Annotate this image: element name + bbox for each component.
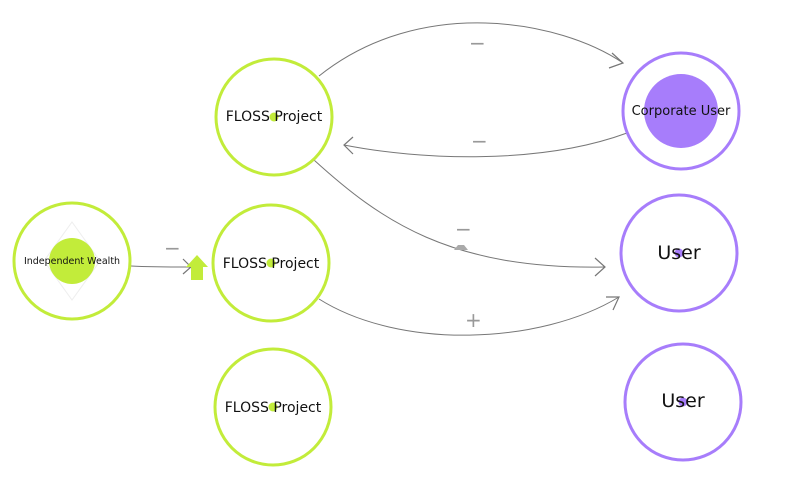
node-label: FLOSS Project: [223, 256, 320, 272]
edge-sign-floss2-to-user1: +: [465, 308, 482, 332]
edge-sign-wealth-to-floss2: −: [164, 236, 181, 260]
project-dot: [268, 402, 278, 412]
node-user-2[interactable]: User: [623, 342, 743, 462]
node-floss-project-3[interactable]: FLOSS Project: [213, 347, 333, 467]
edge-marker-floss1-to-user1: [454, 245, 468, 250]
edge-floss2-to-user1: [318, 296, 620, 336]
node-floss-project-2[interactable]: FLOSS Project: [186, 203, 331, 323]
edges: − − − − +: [130, 22, 628, 336]
node-independent-wealth[interactable]: Independent Wealth: [12, 201, 132, 321]
up-arrow-icon: [186, 255, 208, 280]
node-label: Independent Wealth: [24, 256, 120, 267]
node-label: FLOSS Project: [225, 400, 322, 416]
node-label: Corporate User: [632, 104, 731, 119]
project-dot: [266, 258, 276, 268]
node-label: FLOSS Project: [226, 109, 323, 125]
edge-wealth-to-floss2: [130, 265, 191, 268]
edge-sign-floss1-to-corporate: −: [469, 31, 486, 55]
node-label: User: [657, 242, 700, 264]
node-user-1[interactable]: User: [619, 193, 739, 313]
node-corporate-user[interactable]: Corporate User: [621, 51, 741, 171]
arrowhead-to-floss1: [343, 136, 354, 155]
edge-floss1-to-user1: [313, 159, 606, 268]
edge-sign-corporate-to-floss1: −: [471, 129, 488, 153]
node-floss-project-1[interactable]: FLOSS Project: [214, 57, 334, 177]
edge-sign-floss1-to-user1: −: [455, 217, 472, 241]
arrowhead-to-user1-top: [594, 257, 606, 277]
node-label: User: [661, 390, 704, 412]
resource-dot: [49, 238, 95, 284]
arrowhead-to-user1-bottom: [606, 296, 620, 311]
user-dot: [678, 397, 688, 407]
project-dot: [269, 112, 279, 122]
corporate-dot: [644, 74, 718, 148]
edge-floss1-to-corporate: [318, 22, 624, 77]
edge-corporate-to-floss1: [343, 132, 628, 158]
arrowhead-to-corporate: [608, 52, 625, 69]
user-dot: [674, 248, 684, 258]
